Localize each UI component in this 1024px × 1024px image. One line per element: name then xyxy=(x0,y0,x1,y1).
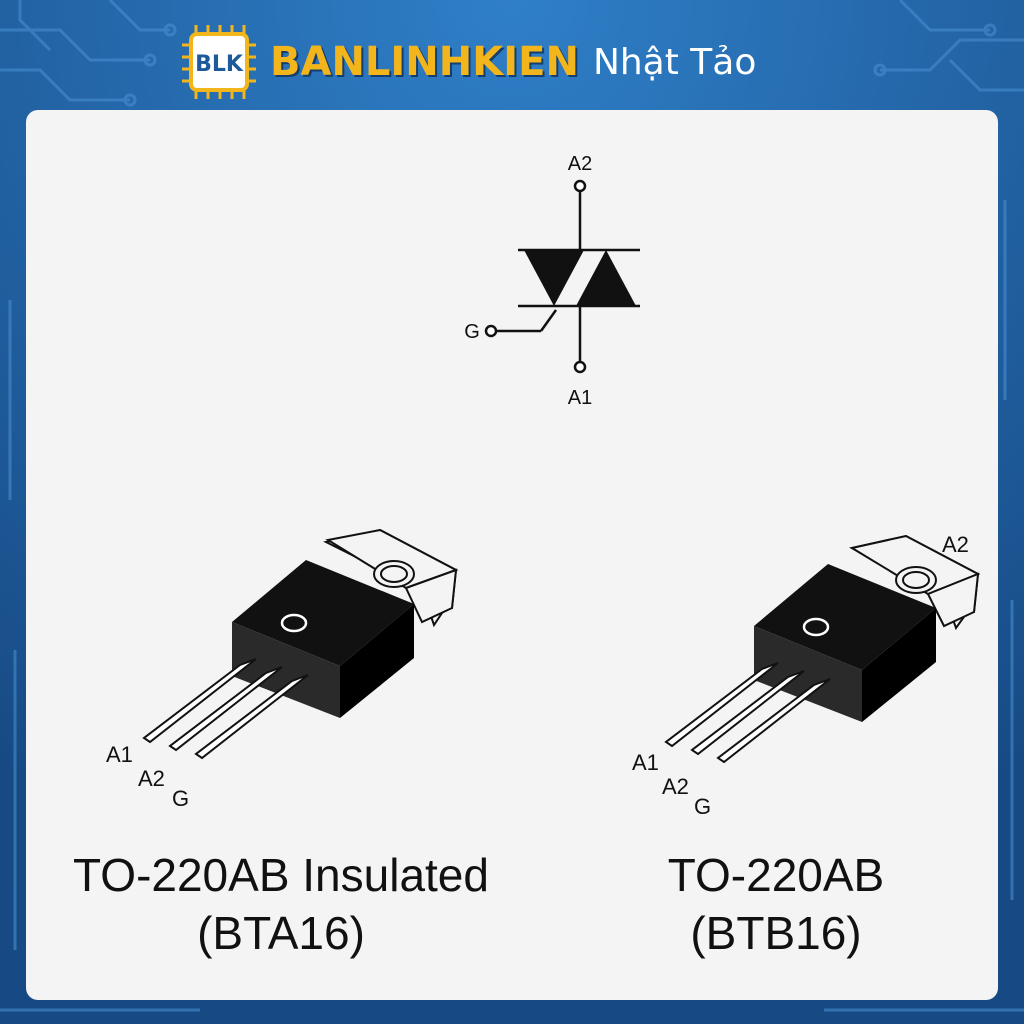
package-leads xyxy=(142,658,309,760)
caption-package-type: TO-220AB xyxy=(667,849,885,901)
package-btb16 xyxy=(664,534,981,764)
logo-text: BLK xyxy=(195,52,244,77)
logo-chip-icon: BLK xyxy=(182,25,256,99)
caption-part-number: (BTA16) xyxy=(197,907,365,959)
package-tab xyxy=(323,528,459,628)
triac-symbol xyxy=(484,179,640,374)
pin-g-label: G xyxy=(694,794,711,819)
brand-header: BLK BANLINHKIEN Nhật Tảo xyxy=(180,20,756,104)
package-bta16 xyxy=(142,528,459,760)
caption-package-type: TO-220AB Insulated xyxy=(73,849,489,901)
brand-name: BANLINHKIEN xyxy=(270,39,579,85)
package-tab xyxy=(849,534,981,631)
brand-subtitle: Nhật Tảo xyxy=(592,41,757,83)
caption-bta16: TO-220AB Insulated (BTA16) xyxy=(31,846,531,962)
package-leads xyxy=(664,662,831,764)
content-panel: A2 G A1 A1 A2 xyxy=(26,110,998,1000)
caption-btb16: TO-220AB (BTB16) xyxy=(606,846,946,962)
terminal-a1-label: A1 xyxy=(568,387,592,409)
pin-a2-label: A2 xyxy=(662,774,689,799)
pin-a1-label: A1 xyxy=(106,742,133,767)
terminal-gate-label: G xyxy=(464,321,480,343)
package-body xyxy=(232,560,414,718)
package-body xyxy=(754,564,936,722)
pin-g-label: G xyxy=(172,786,189,811)
terminal-a2-label: A2 xyxy=(568,153,592,175)
caption-part-number: (BTB16) xyxy=(690,907,862,959)
pin-a2-label: A2 xyxy=(138,766,165,791)
triac-diagram: A2 G A1 A1 A2 xyxy=(106,153,981,819)
pin-a1-label: A1 xyxy=(632,750,659,775)
tab-a2-label: A2 xyxy=(942,532,969,557)
